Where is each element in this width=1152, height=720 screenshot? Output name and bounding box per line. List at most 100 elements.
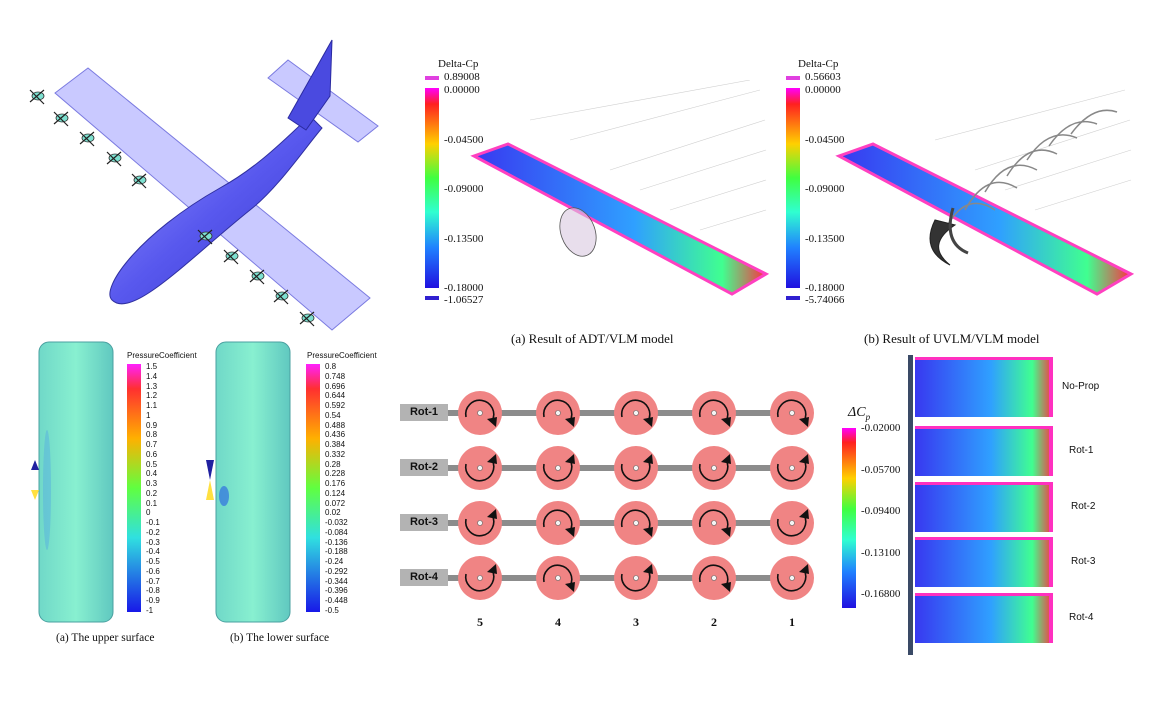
rotation-arrow-ccw [698,459,729,482]
adt-max-label: 0.89008 [444,71,480,83]
adt-max-swatch [425,76,439,80]
rotation-arrowhead [487,509,497,519]
rotation-arrowhead [721,417,731,427]
lower-tick: -0.292 [325,566,348,576]
rotation-arrowhead [565,527,575,537]
rotation-arrow-cw [698,509,729,532]
upper-tick: -0.3 [146,537,160,547]
rotation-arrow-ccw [776,514,807,537]
delta-cp-tick: -0.16800 [861,588,901,600]
uvlm-tick-2: -0.09000 [805,183,845,195]
rotation-arrow-cw [542,399,573,422]
rotation-arrow-ccw [464,514,495,537]
rotation-arrowhead [643,417,653,427]
strip-label: Rot-1 [1069,445,1094,456]
rotor-hub [711,520,717,526]
delta-cp-tick: -0.05700 [861,463,901,476]
upper-tick: 0 [146,508,151,518]
strip-edge [1049,537,1053,587]
lower-caption: (b) The lower surface [230,632,330,644]
lower-tick: 0.54 [325,410,341,420]
upper-tick: 1.3 [146,381,158,391]
rotation-arrowhead [487,417,497,427]
rotation-arrowhead [721,454,731,464]
delta-cp-gradient [842,428,856,608]
strip-plots [908,355,1053,655]
rotation-arrowhead [799,417,809,427]
upper-tick: 1.4 [146,371,158,381]
lower-cbar-title: PressureCoefficient [307,351,377,360]
upper-tick: 1.5 [146,362,158,371]
strip-plot [915,357,1053,417]
upper-tick: -0.5 [146,557,160,566]
delta-cp-tick: -0.09400 [861,505,901,517]
upper-cbar-title: PressureCoefficient [127,351,197,360]
uvlm-min-swatch [786,296,800,300]
lower-tick: 0.02 [325,508,341,518]
rotation-arrowhead [487,454,497,464]
rotor-hub [477,575,483,581]
rotor-column-number: 1 [789,615,795,629]
lower-cbar-gradient [306,364,320,612]
lower-tick: -0.24 [325,557,344,566]
uvlm-min-label: -5.74066 [805,294,845,306]
lower-tick: 0.592 [325,401,346,410]
rotor-hub [555,575,561,581]
upper-tick: 0.5 [146,459,158,469]
rotor-hub [477,520,483,526]
adt-min-swatch [425,296,439,300]
rotation-arrowhead [643,454,653,464]
upper-surface-plot [31,341,114,623]
rotor-hub [789,410,795,416]
strip-plot [915,482,1053,532]
rotor-hub [555,520,561,526]
adt-cbar-gradient [425,88,439,288]
uvlm-cbar-gradient [786,88,800,288]
lower-tick: 0.644 [325,391,346,401]
rotation-arrowhead [565,582,575,592]
lower-tick: 0.384 [325,440,346,449]
lower-tick: 0.176 [325,479,346,488]
rotor-hub [711,575,717,581]
upper-tick: 0.6 [146,449,158,459]
rotation-row-label: Rot-4 [400,569,448,586]
rotation-arrowhead [799,509,809,519]
lower-tick: 0.28 [325,459,341,469]
lower-tick: -0.188 [325,547,348,557]
strip-edge [1049,482,1053,532]
strip-label: No-Prop [1062,381,1100,392]
rotor-column-number: 2 [711,615,717,629]
strip-edge [915,593,1053,596]
strip-label: Rot-2 [1071,501,1096,512]
lower-tick: -0.396 [325,586,348,596]
strip-plot [915,426,1053,476]
strip-edge [915,357,1053,360]
rotation-arrow-cw [620,399,651,422]
lower-tick: -0.448 [325,596,348,605]
rotation-arrowhead [565,417,575,427]
upper-tick: 1 [146,410,151,420]
rotor-column-number: 5 [477,615,483,629]
rotor-hub [555,410,561,416]
rotation-arrow-cw [620,509,651,532]
rotation-arrow-cw [698,564,729,587]
rotor-hub [789,575,795,581]
adt-caption: (a) Result of ADT/VLM model [511,331,674,346]
rotor-column-number: 4 [555,615,561,629]
upper-cbar-gradient [127,364,141,612]
lower-tick: 0.696 [325,381,346,391]
strip-edge [915,482,1053,485]
rotation-arrowhead [721,582,731,592]
rotation-row-label: Rot-3 [400,514,448,531]
strip-label: Rot-3 [1071,556,1096,567]
rotor-hub [633,465,639,471]
uvlm-max-label: 0.56603 [805,71,841,83]
strip-label: Rot-4 [1069,612,1094,623]
uvlm-tick-1: -0.04500 [805,134,845,146]
lower-tick: 0.072 [325,498,346,508]
lower-tick: -0.032 [325,518,348,527]
uvlm-tick-4: -0.18000 [805,282,845,294]
rotor-hub [633,520,639,526]
lower-tick: -0.084 [325,527,348,537]
lower-tick: 0.436 [325,430,346,440]
